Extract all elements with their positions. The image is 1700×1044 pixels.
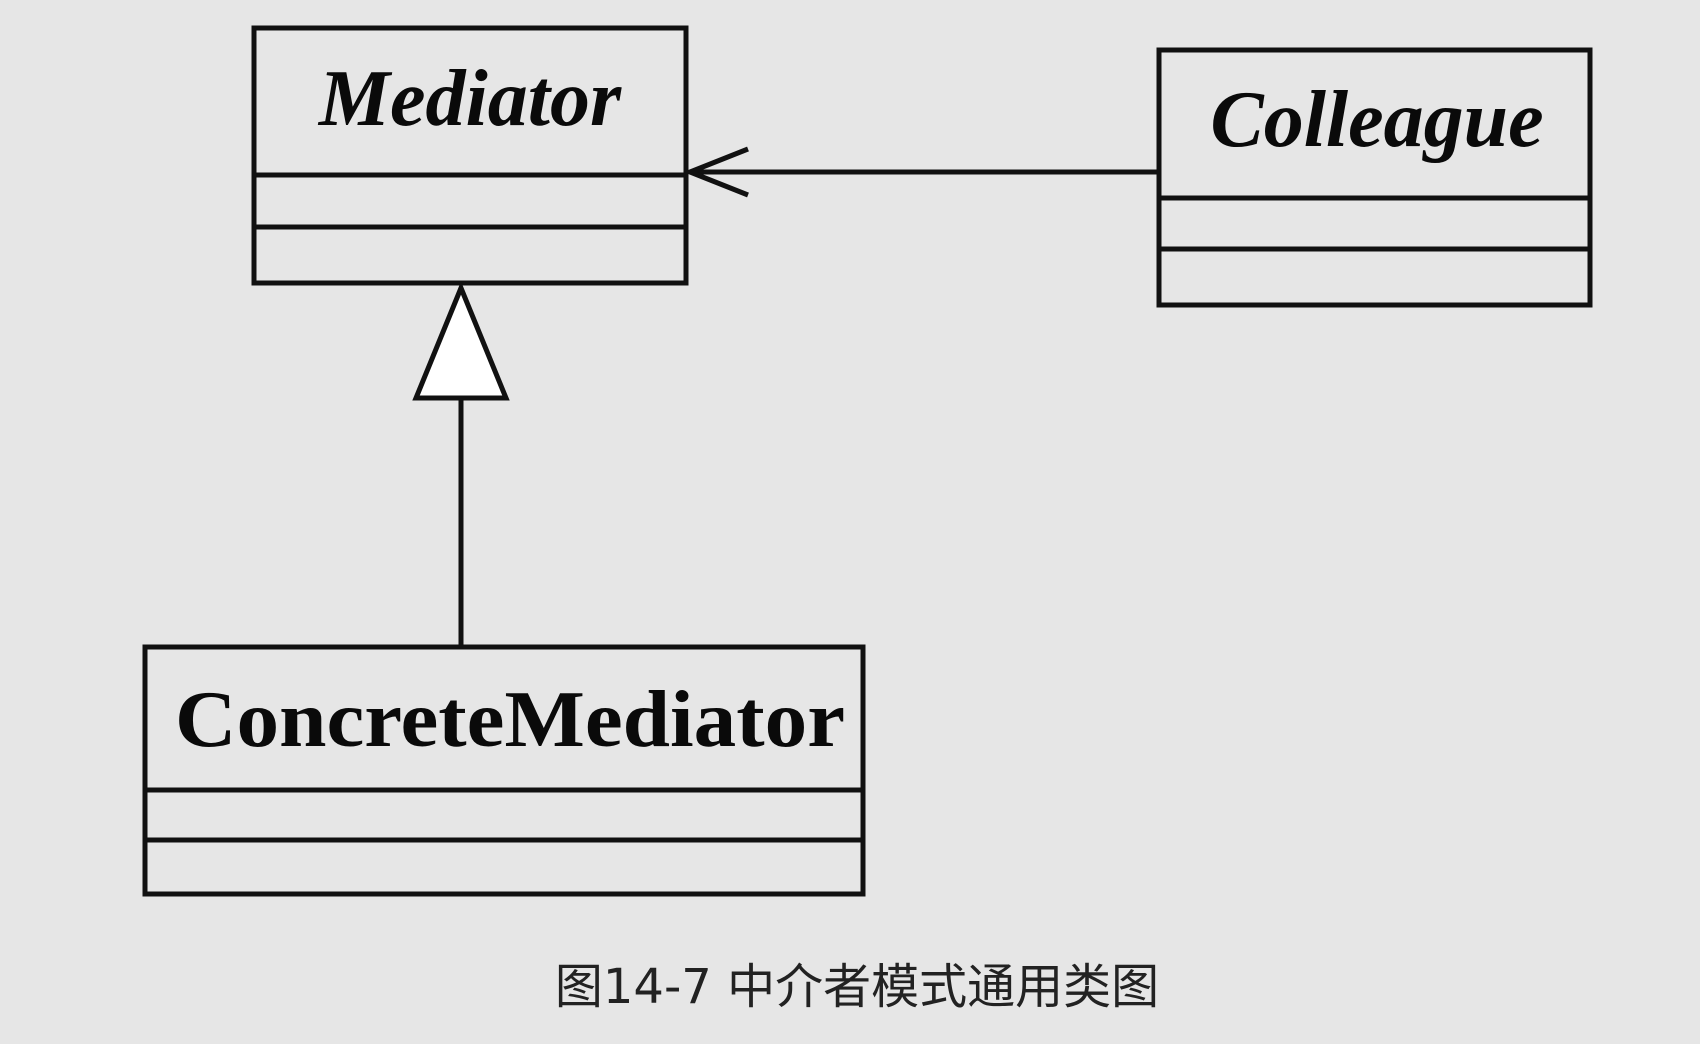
open-arrowhead-icon <box>683 146 749 198</box>
concrete-mediator-class: ConcreteMediator <box>142 644 866 897</box>
concrete-mediator-class-box <box>142 644 866 897</box>
hollow-triangle-arrowhead-icon <box>412 281 510 401</box>
association-relation <box>683 146 1159 198</box>
mediator-class-box <box>251 25 689 286</box>
colleague-class: Colleague <box>1156 47 1593 308</box>
mediator-class: Mediator <box>251 25 689 286</box>
colleague-class-box <box>1156 47 1593 308</box>
figure-caption: 图14-7 中介者模式通用类图 <box>555 959 1159 1015</box>
generalization-relation <box>412 281 510 647</box>
concrete-mediator-class-name: ConcreteMediator <box>175 676 845 764</box>
colleague-class-name: Colleague <box>1210 76 1543 164</box>
mediator-class-name: Mediator <box>317 55 622 143</box>
